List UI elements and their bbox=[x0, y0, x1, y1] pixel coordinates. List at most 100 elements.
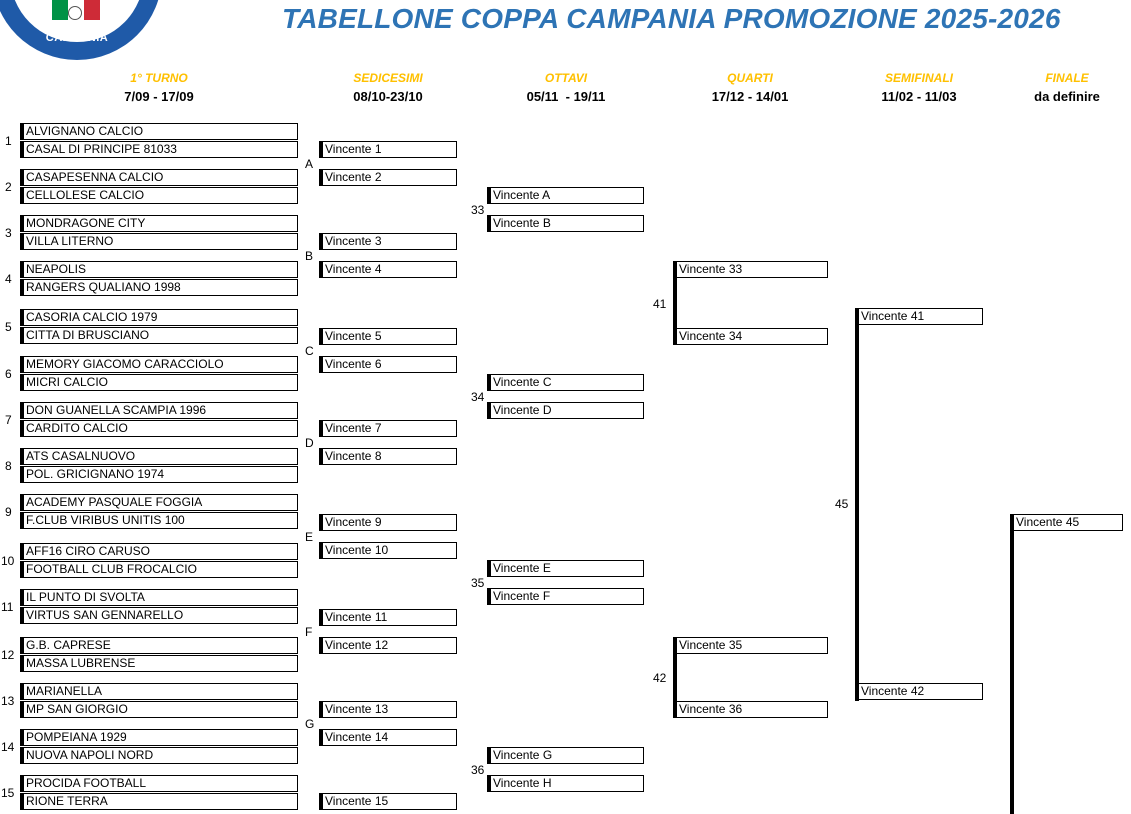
quarti-slot: Vincente 33 bbox=[673, 261, 828, 278]
round-name: FINALE bbox=[1045, 71, 1089, 85]
sedicesimi-slot: Vincente 4 bbox=[319, 261, 457, 278]
logo-text: CAMPANIA bbox=[45, 32, 109, 44]
match-number: 35 bbox=[471, 576, 485, 590]
finale-slot: Vincente 45 bbox=[1010, 514, 1123, 531]
bracket-line bbox=[673, 261, 677, 345]
team-slot: ACADEMY PASQUALE FOGGIA bbox=[20, 494, 298, 511]
sedicesimi-slot: Vincente 1 bbox=[319, 141, 457, 158]
match-number: 11 bbox=[1, 600, 14, 614]
team-slot: CITTA DI BRUSCIANO bbox=[20, 327, 298, 344]
team-slot: ALVIGNANO CALCIO bbox=[20, 123, 298, 140]
team-slot: POMPEIANA 1929 bbox=[20, 729, 298, 746]
group-label: D bbox=[305, 436, 314, 450]
team-slot: ATS CASALNUOVO bbox=[20, 448, 298, 465]
match-number: 34 bbox=[471, 390, 485, 404]
ottavi-slot: Vincente H bbox=[487, 775, 644, 792]
match-number: 15 bbox=[1, 786, 15, 800]
round-dates: 7/09 - 17/09 bbox=[124, 89, 194, 104]
team-slot: CASAPESENNA CALCIO bbox=[20, 169, 298, 186]
bracket-line bbox=[855, 308, 859, 701]
sedicesimi-slot: Vincente 5 bbox=[319, 328, 457, 345]
match-number: 7 bbox=[5, 413, 12, 427]
round-name: SEMIFINALI bbox=[885, 71, 953, 85]
group-label: B bbox=[305, 249, 314, 263]
group-label: C bbox=[305, 344, 314, 358]
sedicesimi-slot: Vincente 10 bbox=[319, 542, 457, 559]
match-number: 12 bbox=[1, 648, 15, 662]
team-slot: MICRI CALCIO bbox=[20, 374, 298, 391]
team-slot: DON GUANELLA SCAMPIA 1996 bbox=[20, 402, 298, 419]
sedicesimi-slot: Vincente 6 bbox=[319, 356, 457, 373]
match-number: 5 bbox=[5, 320, 12, 334]
ottavi-slot: Vincente E bbox=[487, 560, 644, 577]
match-number: 4 bbox=[5, 272, 12, 286]
match-number: 8 bbox=[5, 459, 12, 473]
team-slot: VILLA LITERNO bbox=[20, 233, 298, 250]
logo: CAMPANIA bbox=[0, 0, 162, 60]
quarti-slot: Vincente 34 bbox=[673, 328, 828, 345]
team-slot: CARDITO CALCIO bbox=[20, 420, 298, 437]
team-slot: MEMORY GIACOMO CARACCIOLO bbox=[20, 356, 298, 373]
match-number: 2 bbox=[5, 180, 12, 194]
sedicesimi-slot: Vincente 3 bbox=[319, 233, 457, 250]
semifinali-slot: Vincente 42 bbox=[855, 683, 983, 700]
sedicesimi-slot: Vincente 11 bbox=[319, 609, 457, 626]
sedicesimi-slot: Vincente 12 bbox=[319, 637, 457, 654]
team-slot: MONDRAGONE CITY bbox=[20, 215, 298, 232]
team-slot: MARIANELLA bbox=[20, 683, 298, 700]
match-number: 9 bbox=[5, 505, 12, 519]
round-dates: 11/02 - 11/03 bbox=[881, 89, 957, 104]
match-number: 33 bbox=[471, 203, 485, 217]
quarti-slot: Vincente 35 bbox=[673, 637, 828, 654]
team-slot: AFF16 CIRO CARUSO bbox=[20, 543, 298, 560]
round-dates: 17/12 - 14/01 bbox=[711, 89, 789, 104]
group-label: G bbox=[305, 717, 315, 731]
round-name: 1° TURNO bbox=[130, 71, 188, 85]
round-name: SEDICESIMI bbox=[353, 71, 423, 85]
match-number: 41 bbox=[653, 297, 667, 311]
bracket-line bbox=[673, 637, 677, 718]
group-label: E bbox=[305, 530, 314, 544]
team-slot: PROCIDA FOOTBALL bbox=[20, 775, 298, 792]
ottavi-slot: Vincente G bbox=[487, 747, 644, 764]
sedicesimi-slot: Vincente 14 bbox=[319, 729, 457, 746]
team-slot: NUOVA NAPOLI NORD bbox=[20, 747, 298, 764]
team-slot: CELLOLESE CALCIO bbox=[20, 187, 298, 204]
round-dates: da definire bbox=[1034, 89, 1100, 104]
team-slot: FOOTBALL CLUB FROCALCIO bbox=[20, 561, 298, 578]
team-slot: POL. GRICIGNANO 1974 bbox=[20, 466, 298, 483]
team-slot: CASORIA CALCIO 1979 bbox=[20, 309, 298, 326]
match-number: 10 bbox=[1, 554, 15, 568]
group-label: A bbox=[305, 157, 314, 171]
round-dates: 05/11 - 19/11 bbox=[526, 89, 606, 104]
round-name: QUARTI bbox=[727, 71, 773, 85]
team-slot: NEAPOLIS bbox=[20, 261, 298, 278]
page-title: TABELLONE COPPA CAMPANIA PROMOZIONE 2025… bbox=[282, 3, 1061, 34]
ottavi-slot: Vincente D bbox=[487, 402, 644, 419]
team-slot: MASSA LUBRENSE bbox=[20, 655, 298, 672]
sedicesimi-slot: Vincente 13 bbox=[319, 701, 457, 718]
group-label: F bbox=[305, 625, 313, 639]
match-number: 6 bbox=[5, 367, 12, 381]
team-slot: RANGERS QUALIANO 1998 bbox=[20, 279, 298, 296]
match-number: 45 bbox=[835, 497, 849, 511]
round-dates: 08/10-23/10 bbox=[353, 89, 423, 104]
match-number: 42 bbox=[653, 671, 667, 685]
team-slot: CASAL DI PRINCIPE 81033 bbox=[20, 141, 298, 158]
team-slot: VIRTUS SAN GENNARELLO bbox=[20, 607, 298, 624]
match-number: 3 bbox=[5, 226, 12, 240]
match-number: 36 bbox=[471, 763, 485, 777]
match-number: 13 bbox=[1, 694, 15, 708]
sedicesimi-slot: Vincente 15 bbox=[319, 793, 457, 810]
ottavi-slot: Vincente F bbox=[487, 588, 644, 605]
sedicesimi-slot: Vincente 7 bbox=[319, 420, 457, 437]
team-slot: IL PUNTO DI SVOLTA bbox=[20, 589, 298, 606]
sedicesimi-slot: Vincente 9 bbox=[319, 514, 457, 531]
sedicesimi-slot: Vincente 8 bbox=[319, 448, 457, 465]
ottavi-slot: Vincente B bbox=[487, 215, 644, 232]
ottavi-slot: Vincente C bbox=[487, 374, 644, 391]
football-icon bbox=[68, 6, 82, 20]
team-slot: F.CLUB VIRIBUS UNITIS 100 bbox=[20, 512, 298, 529]
sedicesimi-slot: Vincente 2 bbox=[319, 169, 457, 186]
match-number: 14 bbox=[1, 740, 15, 754]
